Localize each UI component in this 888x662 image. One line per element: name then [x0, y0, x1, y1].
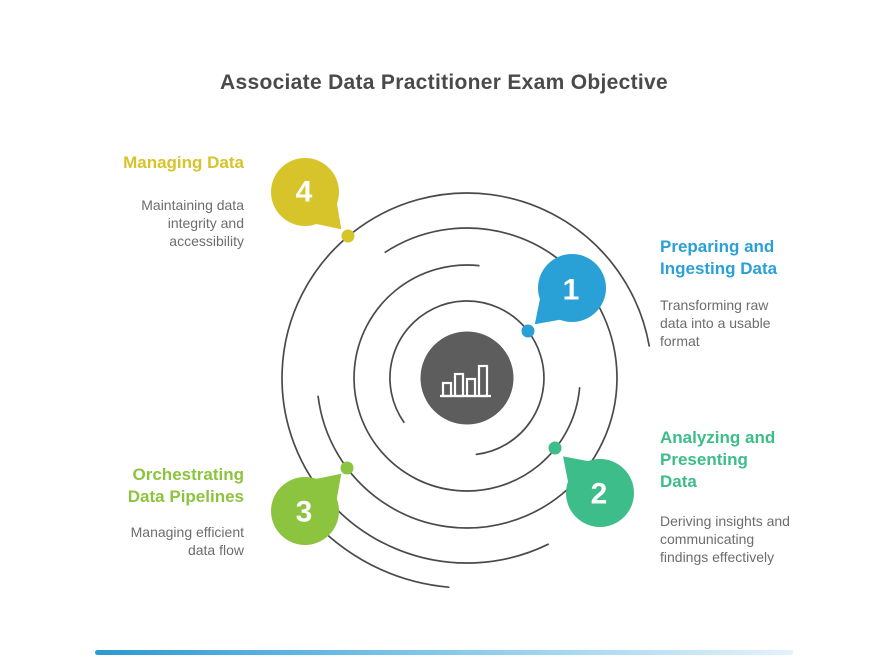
dot-step-2 — [548, 441, 562, 455]
bubble-step-1: 1 — [534, 254, 606, 325]
bubble-step-2: 2 — [563, 456, 634, 527]
description-managing-data: Maintaining data integrity and accessibi… — [141, 197, 244, 249]
bubble-1-circle — [538, 254, 606, 322]
bubble-4-circle — [271, 158, 339, 226]
dot-step-1 — [521, 324, 535, 338]
bubble-step-3: 3 — [271, 473, 342, 545]
description-analyzing-presenting-data: Deriving insights and communicating find… — [660, 513, 790, 565]
heading-managing-data: Managing Data — [123, 153, 244, 172]
dot-step-3 — [340, 461, 354, 475]
bar-chart-icon — [440, 364, 491, 398]
page-title: Associate Data Practitioner Exam Objecti… — [220, 71, 668, 94]
orbit-arc-third — [317, 227, 618, 529]
bubble-4-number: 4 — [296, 176, 313, 209]
orbit-arc-inner — [389, 300, 545, 456]
description-preparing-ingesting-data: Transforming raw data into a usable form… — [660, 297, 771, 349]
bubble-step-4: 4 — [271, 158, 342, 230]
heading-analyzing-presenting-data: Analyzing and Presenting Data — [660, 428, 776, 491]
orbit-arc-second — [353, 264, 581, 492]
footer-accent-bar — [95, 650, 793, 655]
bubble-3-circle — [271, 477, 339, 545]
dot-step-4 — [341, 229, 355, 243]
bubble-3-number: 3 — [296, 496, 313, 529]
heading-preparing-ingesting-data: Preparing and Ingesting Data — [660, 237, 778, 278]
description-orchestrating-data-pipelines: Managing efficient data flow — [130, 524, 244, 558]
bubble-1-number: 1 — [563, 274, 580, 307]
center-hub — [420, 331, 514, 425]
heading-orchestrating-data-pipelines: Orchestrating Data Pipelines — [127, 465, 244, 506]
bubble-2-number: 2 — [591, 478, 608, 511]
spiral-arcs — [281, 192, 651, 589]
bubble-2-circle — [566, 459, 634, 527]
orbit-arc-fourth — [281, 192, 651, 564]
